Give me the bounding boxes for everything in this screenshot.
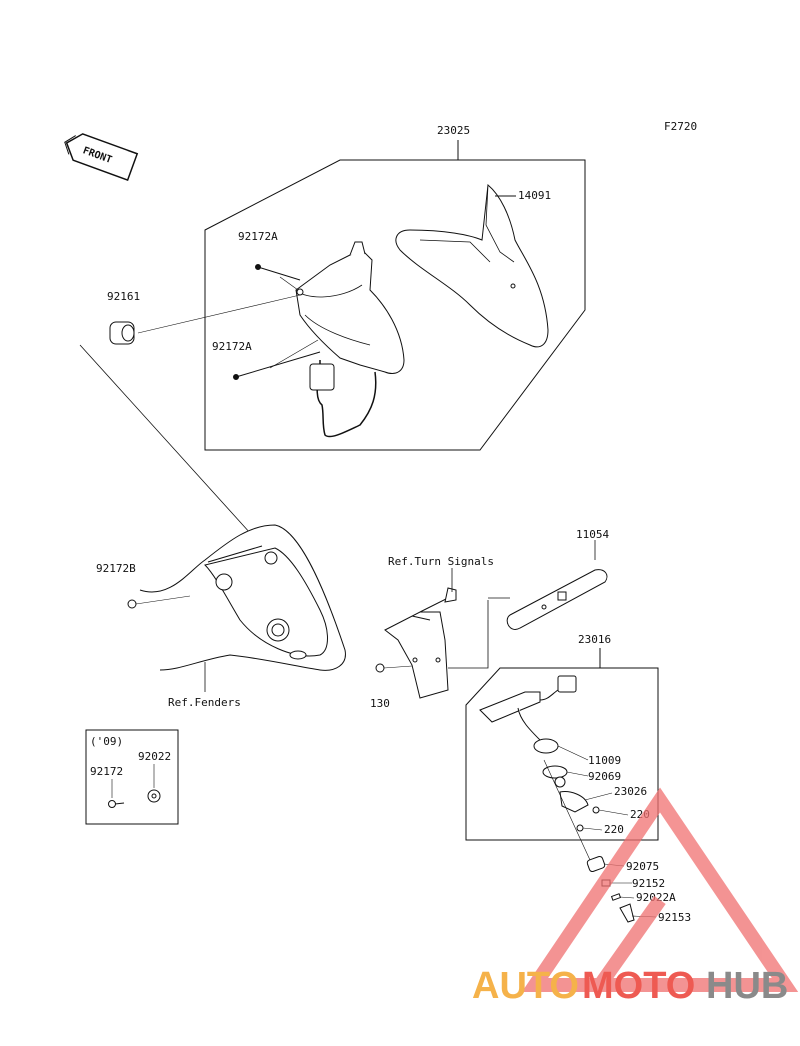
label-92172A-top: 92172A	[238, 230, 278, 243]
license-bracket	[384, 587, 457, 699]
label-ref-turn: Ref.Turn Signals	[388, 555, 494, 568]
label-92075: 92075	[626, 860, 659, 873]
watermark-auto: AUTO	[472, 965, 579, 1007]
label-220-b: 220	[604, 823, 624, 836]
label-23026: 23026	[614, 785, 647, 798]
tail-light-assembly-box	[204, 140, 586, 451]
label-92161: 92161	[107, 290, 140, 303]
license-lamp-assembly	[479, 675, 600, 832]
lens-cover-14091	[395, 184, 549, 348]
label-92172A-bottom: 92172A	[212, 340, 252, 353]
watermark-hub: HUB	[706, 965, 788, 1007]
watermark-triangle-icon	[521, 787, 799, 992]
label-23016: 23016	[578, 633, 611, 646]
label-92172B: 92172B	[96, 562, 136, 575]
screw-92172B	[127, 595, 191, 609]
label-14091: 14091	[518, 189, 551, 202]
diagram-code: F2720	[664, 120, 697, 133]
label-92153: 92153	[658, 911, 691, 924]
bolt-130	[375, 663, 413, 673]
label-11009: 11009	[588, 754, 621, 767]
leader-bracket-link	[448, 600, 489, 669]
tail-light-housing	[295, 241, 405, 438]
bracket-11054	[506, 569, 608, 630]
watermark-logo: AUTO MOTO HUB	[472, 787, 799, 1007]
screw-92172A-top	[255, 264, 301, 291]
label-11054: 11054	[576, 528, 609, 541]
screw-92172A-bottom	[233, 339, 321, 380]
label-23025: 23025	[437, 124, 470, 137]
label-ref-fenders: Ref.Fenders	[168, 696, 241, 709]
label-92022: 92022	[138, 750, 171, 763]
rear-fender	[139, 524, 346, 671]
leader-fender	[79, 344, 271, 556]
front-arrow-icon: FRONT	[64, 133, 139, 182]
watermark-moto: MOTO	[582, 965, 695, 1007]
inset-parts	[108, 764, 161, 808]
leaders-lamp	[543, 745, 629, 861]
label-92172: 92172	[90, 765, 123, 778]
label-year: ('09)	[90, 735, 123, 748]
grommet-92161	[109, 294, 301, 345]
label-130: 130	[370, 697, 390, 710]
label-92069: 92069	[588, 770, 621, 783]
inset-box	[85, 729, 179, 825]
license-lamp-box	[465, 667, 659, 841]
label-92152: 92152	[632, 877, 665, 890]
